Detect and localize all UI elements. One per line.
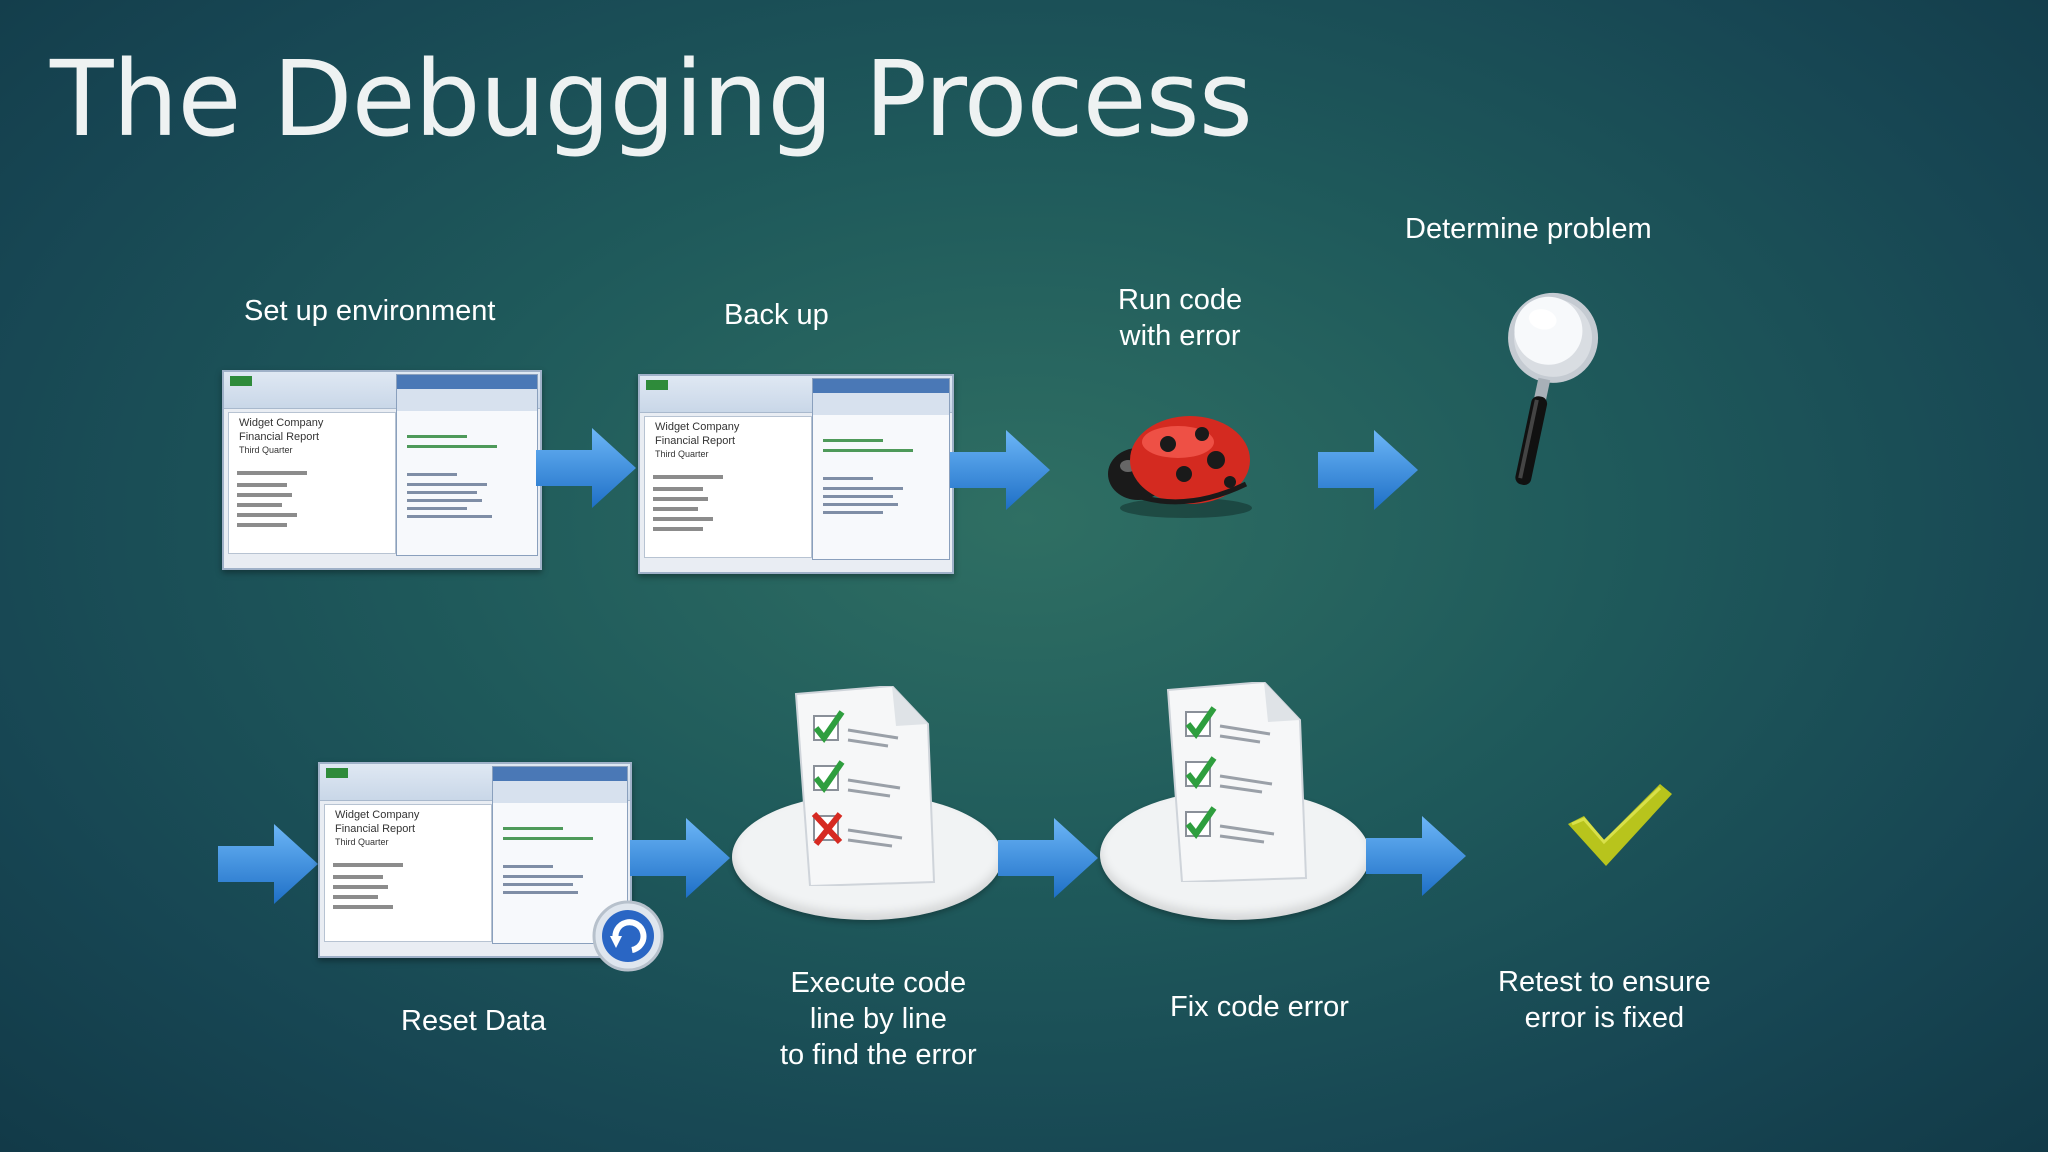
reset-data-screenshot: Widget Company Financial Report Third Qu… <box>318 762 632 958</box>
arrow-right-icon <box>1318 430 1418 510</box>
quarter-text: Third Quarter <box>239 445 293 455</box>
step-label-reset: Reset Data <box>401 1005 547 1037</box>
magnifier-icon <box>1508 292 1599 485</box>
setup-environment-screenshot: Widget Company Financial Report Third Qu… <box>222 370 542 570</box>
company-text: Widget Company <box>335 809 420 821</box>
step-label-backup: Back up <box>724 299 829 331</box>
checklist-complete-icon <box>1166 682 1308 882</box>
arrow-right-icon <box>950 430 1050 510</box>
arrow-right-icon <box>998 818 1098 898</box>
report-text: Financial Report <box>239 431 320 443</box>
report-text: Financial Report <box>655 435 736 447</box>
company-text: Widget Company <box>655 421 740 433</box>
page-title: The Debugging Process <box>50 38 1253 160</box>
report-text: Financial Report <box>335 823 416 835</box>
reset-icon <box>592 900 664 972</box>
step-label-setup: Set up environment <box>244 295 496 327</box>
company-text: Widget Company <box>239 417 324 429</box>
arrow-right-icon <box>630 818 730 898</box>
ladybug-icon <box>1108 416 1252 518</box>
quarter-text: Third Quarter <box>655 449 709 459</box>
step-label-fix: Fix code error <box>1170 991 1349 1023</box>
arrow-right-icon <box>536 428 636 508</box>
checkmark-icon <box>1568 784 1672 866</box>
arrow-right-icon <box>1366 816 1466 896</box>
step-label-determine: Determine problem <box>1405 213 1652 245</box>
checklist-error-icon <box>794 686 936 886</box>
arrow-right-icon <box>218 824 318 904</box>
quarter-text: Third Quarter <box>335 837 389 847</box>
backup-screenshot: Widget Company Financial Report Third Qu… <box>638 374 954 574</box>
